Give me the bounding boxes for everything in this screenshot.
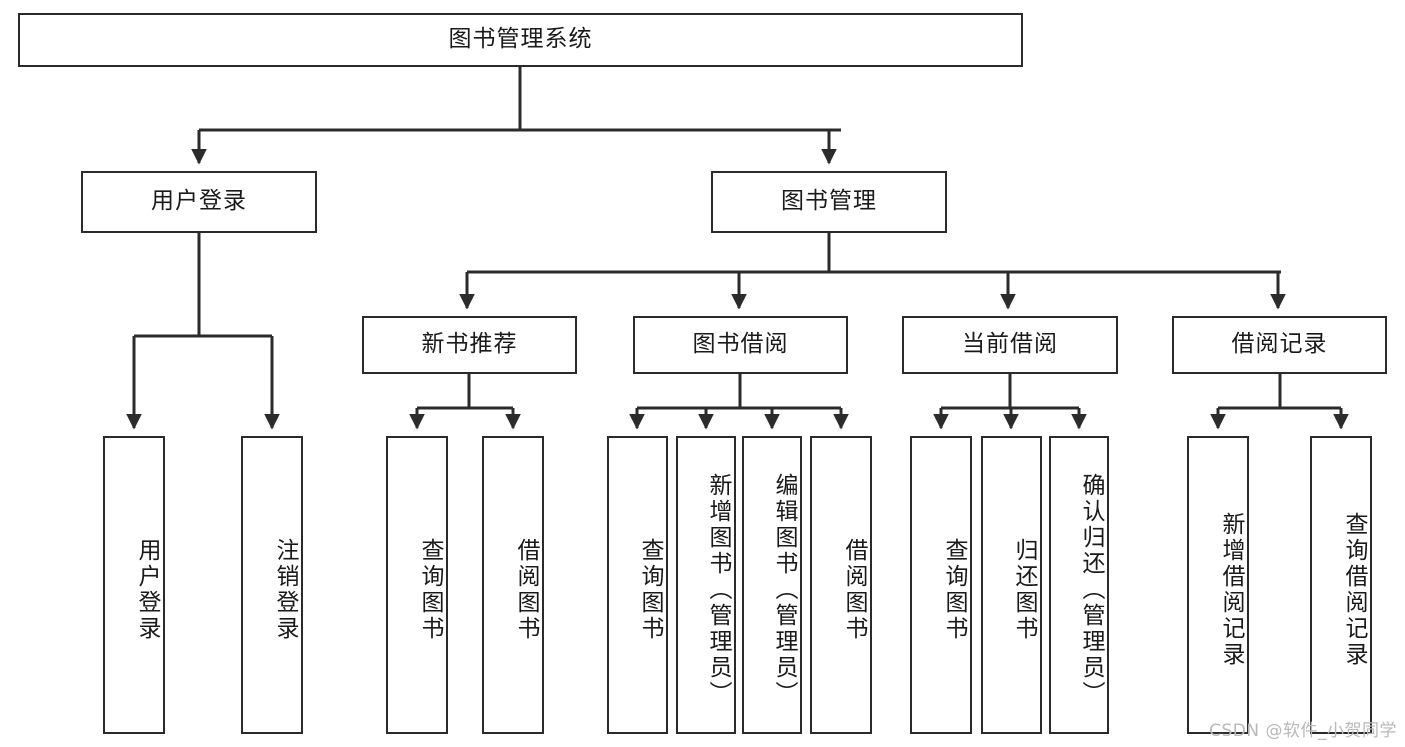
node-root-system[interactable]: 图书管理系统 <box>18 13 1023 67</box>
leaf-user-login[interactable]: 用户登录 <box>103 436 165 734</box>
leaf-label: 注销登录 <box>272 538 298 642</box>
node-user-login[interactable]: 用户登录 <box>81 171 317 233</box>
leaf-borrow-book[interactable]: 借阅图书 <box>810 436 872 734</box>
leaf-label: 确认归还（管理员） <box>1078 473 1104 707</box>
leaf-label: 借阅图书 <box>841 538 867 642</box>
leaf-label: 编辑图书（管理员） <box>771 473 797 707</box>
leaf-label: 查询图书 <box>637 538 663 642</box>
leaf-query-book-newbook[interactable]: 查询图书 <box>386 436 448 734</box>
leaf-label: 新增图书（管理员） <box>705 473 731 707</box>
leaf-return-book[interactable]: 归还图书 <box>981 436 1042 734</box>
leaf-user-logout[interactable]: 注销登录 <box>241 436 303 734</box>
leaf-label: 用户登录 <box>134 538 160 642</box>
node-borrow-records[interactable]: 借阅记录 <box>1172 316 1387 374</box>
leaf-confirm-return-admin[interactable]: 确认归还（管理员） <box>1049 436 1109 734</box>
leaf-label: 查询图书 <box>941 538 967 642</box>
leaf-label: 借阅图书 <box>513 538 539 642</box>
leaf-query-book-current[interactable]: 查询图书 <box>910 436 972 734</box>
leaf-add-book-admin[interactable]: 新增图书（管理员） <box>676 436 736 734</box>
leaf-edit-book-admin[interactable]: 编辑图书（管理员） <box>742 436 802 734</box>
leaf-query-borrow-record[interactable]: 查询借阅记录 <box>1310 436 1372 734</box>
leaf-label: 新增借阅记录 <box>1218 512 1244 668</box>
leaf-label: 查询借阅记录 <box>1341 512 1367 668</box>
leaf-borrow-book-newbook[interactable]: 借阅图书 <box>482 436 544 734</box>
node-current-borrow[interactable]: 当前借阅 <box>902 316 1118 374</box>
leaf-add-borrow-record[interactable]: 新增借阅记录 <box>1187 436 1249 734</box>
node-new-book-recommend[interactable]: 新书推荐 <box>362 316 577 374</box>
node-book-management[interactable]: 图书管理 <box>711 171 947 233</box>
leaf-label: 归还图书 <box>1011 538 1037 642</box>
leaf-label: 查询图书 <box>417 538 443 642</box>
node-book-borrow[interactable]: 图书借阅 <box>633 316 848 374</box>
leaf-query-book-borrow[interactable]: 查询图书 <box>607 436 668 734</box>
